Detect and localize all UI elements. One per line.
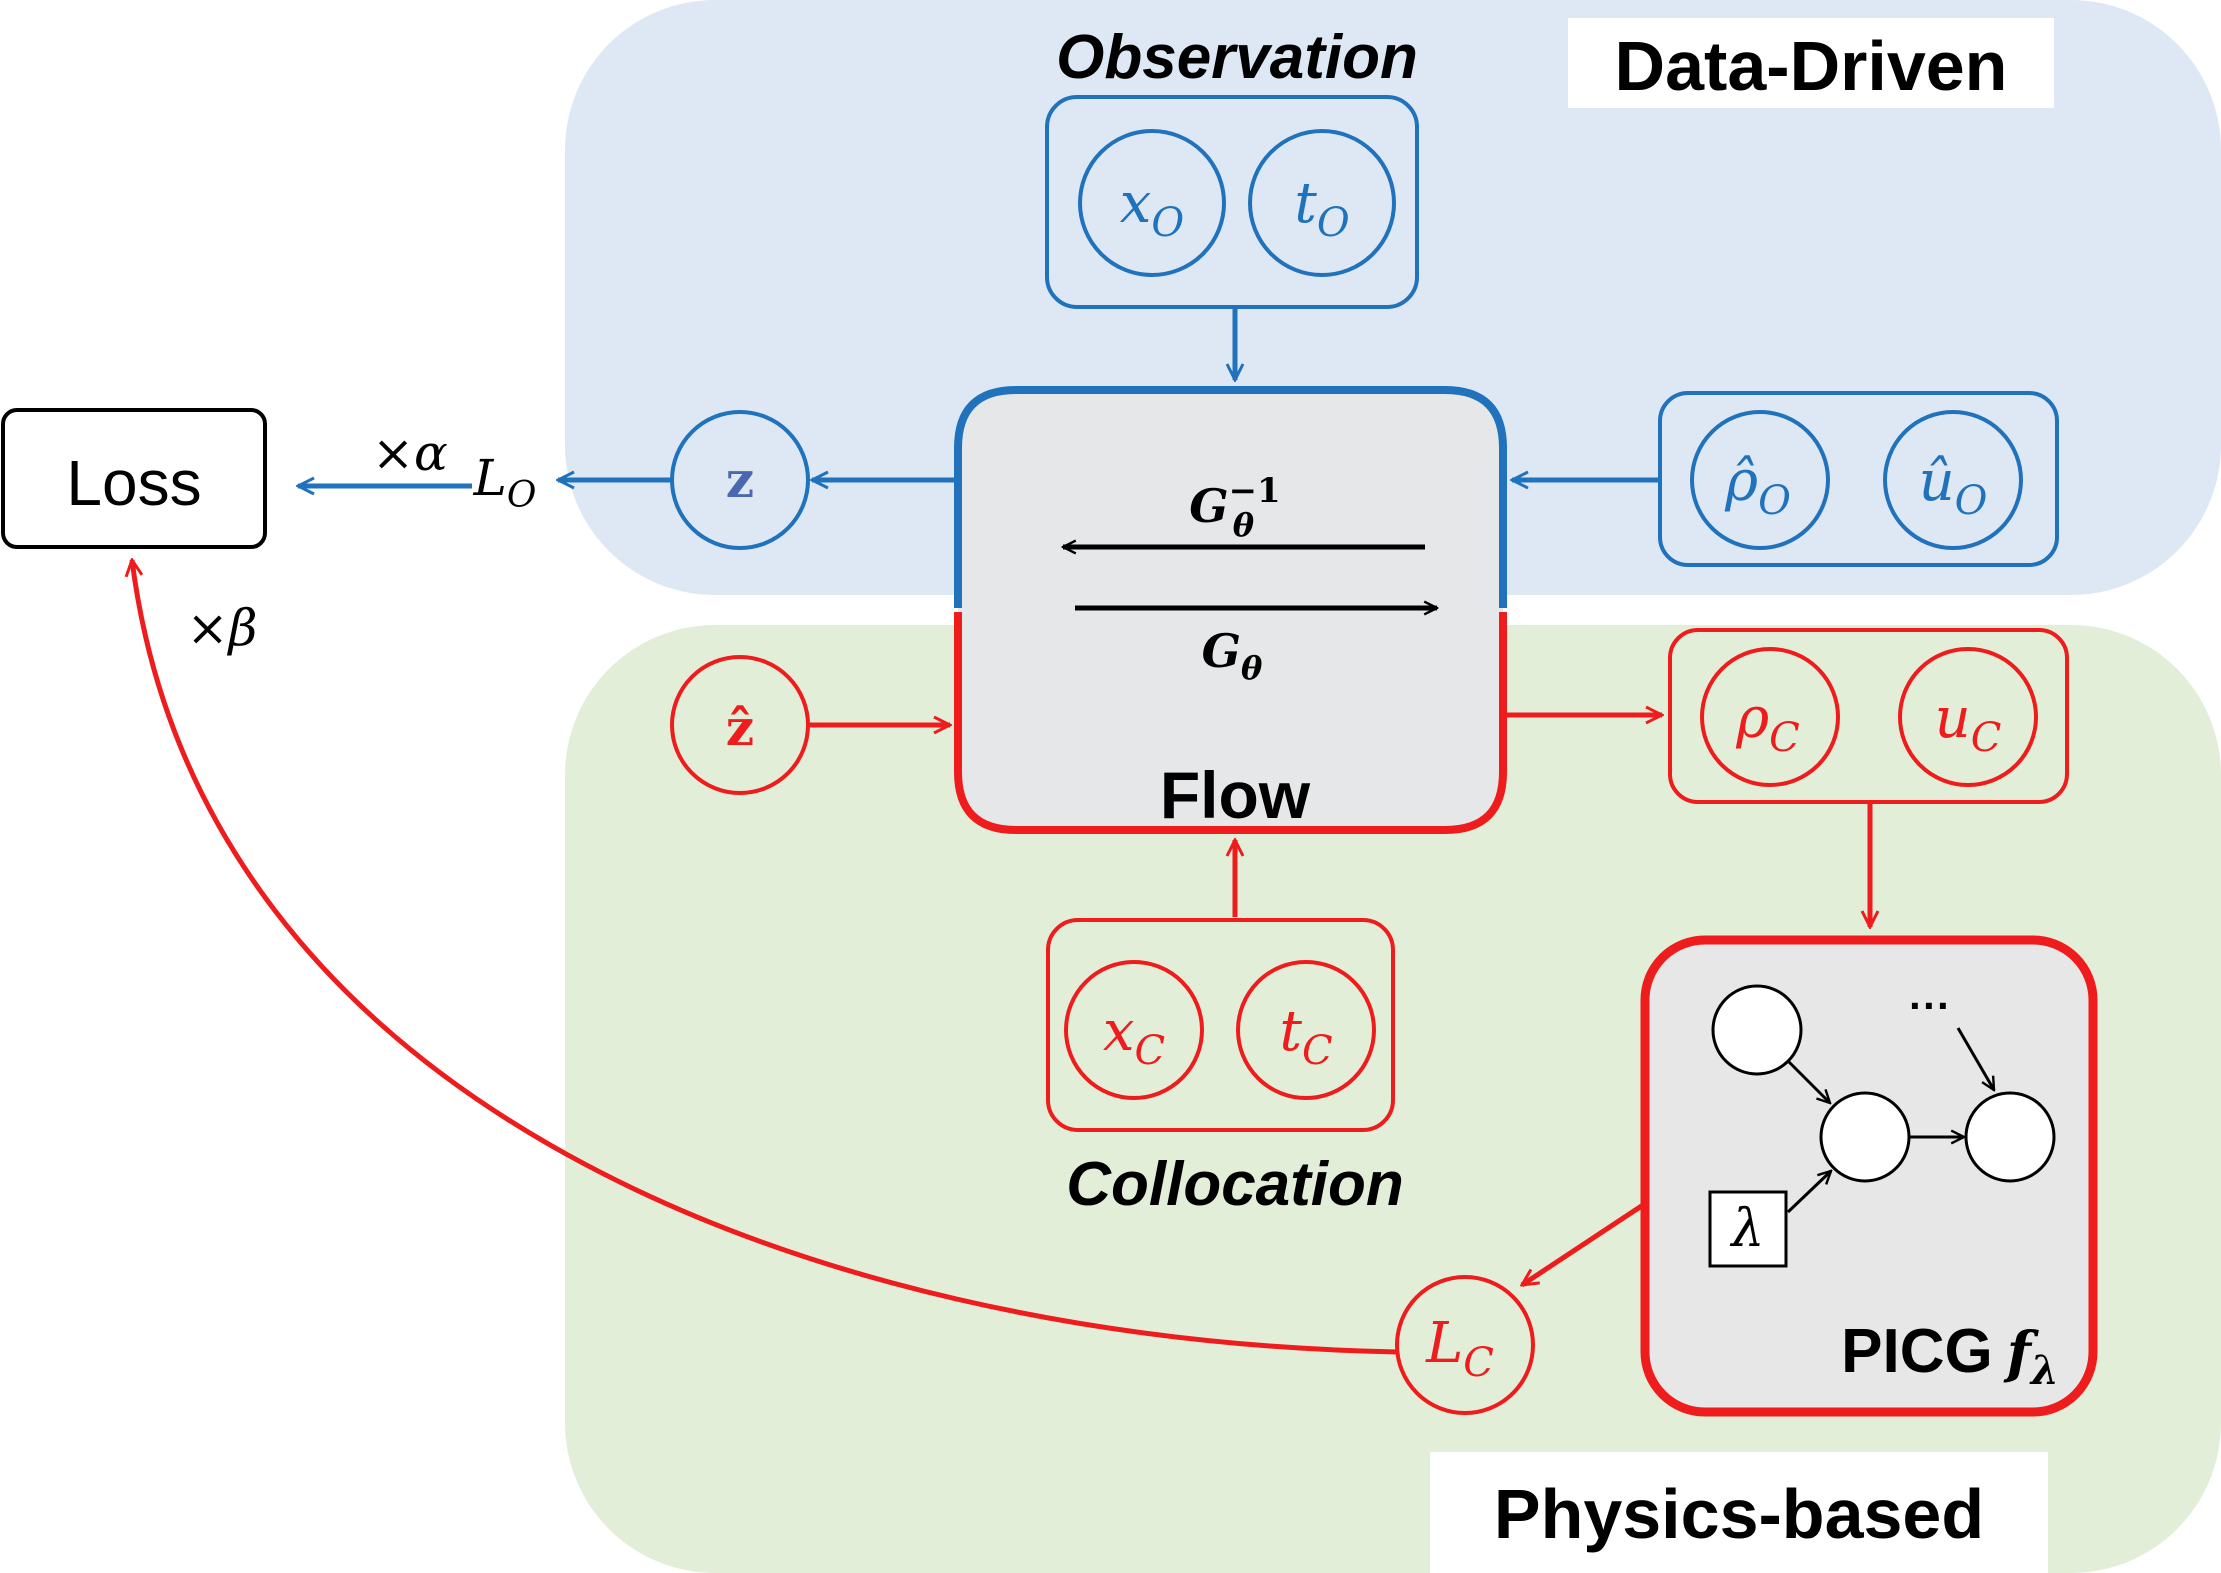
z-hat-label: ẑ: [726, 698, 754, 757]
t-collocation-node: [1236, 960, 1376, 1100]
x-observation-node: [1078, 129, 1226, 277]
svg-text:G−1θ: G−1θ: [1189, 471, 1280, 544]
picg-edge-ellipsis-to-right: [1956, 1027, 1994, 1090]
t-observation-var: t: [1294, 171, 1317, 236]
collocation-box: [1046, 918, 1395, 1132]
x-observation-var: x: [1120, 171, 1152, 236]
rho-collocation-sub: C: [1769, 715, 1800, 761]
svg-text:Gθ: Gθ: [1202, 624, 1263, 687]
lc-sub: C: [1463, 1340, 1494, 1386]
t-collocation-var: t: [1279, 999, 1302, 1064]
lambda-label: λ: [1730, 1199, 1765, 1259]
svg-text:ρC: ρC: [1735, 686, 1800, 761]
rho-observation-sub: O: [1758, 478, 1791, 524]
picg-to-lc-arrow: [1522, 1202, 1645, 1288]
flow-inverse-var: G: [1189, 479, 1228, 533]
loss-label: Loss: [66, 447, 201, 519]
svg-text:LO: LO: [473, 449, 537, 516]
svg-text:uC: uC: [1935, 686, 2002, 761]
picg-graph-node-top: [1711, 984, 1803, 1076]
svg-text:ρ̂O: ρ̂O: [1724, 449, 1791, 524]
svg-text:xC: xC: [1103, 999, 1165, 1074]
lo-var: L: [473, 449, 507, 507]
collocation-label: Collocation: [1066, 1150, 1404, 1219]
picg-graph-node-middle: [1819, 1091, 1911, 1183]
svg-text:ûO: ûO: [1919, 449, 1988, 524]
lo-sub: O: [507, 475, 537, 516]
svg-text:tC: tC: [1279, 999, 1332, 1074]
observation-box: [1045, 95, 1419, 309]
physics-based-label: Physics-based: [1494, 1475, 1984, 1553]
flow-label: Flow: [1160, 758, 1311, 832]
x-collocation-var: x: [1103, 999, 1135, 1064]
flow-inverse-sup: −1: [1229, 471, 1281, 511]
rho-collocation-var: ρ: [1735, 686, 1769, 751]
svg-text:LC: LC: [1425, 1311, 1494, 1386]
flow-forward-sub: θ: [1241, 649, 1263, 687]
x-collocation-node: [1064, 960, 1204, 1100]
t-observation-sub: O: [1317, 200, 1350, 246]
z-label: z: [726, 450, 754, 509]
flow-box-red-border: [954, 612, 1507, 834]
picg-edge-top-to-middle: [1787, 1060, 1830, 1103]
u-observation-var: û: [1919, 449, 1955, 514]
lambda-box: [1708, 1190, 1788, 1268]
rho-observation-node: [1690, 410, 1830, 550]
lc-var: L: [1425, 1311, 1463, 1376]
svg-text:xO: xO: [1120, 171, 1184, 246]
t-collocation-sub: C: [1302, 1028, 1333, 1074]
rho-observation-var: ρ̂: [1724, 449, 1758, 514]
u-collocation-var: u: [1935, 686, 1971, 751]
t-observation-node: [1248, 129, 1396, 277]
data-driven-label: Data-Driven: [1615, 27, 2008, 105]
u-collocation-sub: C: [1971, 715, 2002, 761]
x-observation-sub: O: [1151, 200, 1184, 246]
x-collocation-sub: C: [1134, 1028, 1165, 1074]
picg-graph-node-right: [1964, 1091, 2056, 1183]
lc-node: [1395, 1275, 1535, 1415]
u-observation-sub: O: [1955, 478, 1988, 524]
flow-inverse-sub: θ: [1233, 506, 1255, 544]
observation-label: Observation: [1056, 23, 1418, 92]
u-observation-node: [1883, 410, 2023, 550]
picg-f-sub: λ: [2029, 1347, 2059, 1394]
picg-ellipsis: ···: [1909, 982, 1951, 1029]
picg-label: PICG: [1841, 1317, 1993, 1386]
u-collocation-node: [1898, 647, 2038, 787]
loss-box: [1, 408, 267, 549]
beta-weight: ×β: [187, 599, 258, 657]
alpha-weight: ×α: [372, 424, 448, 482]
lc-to-loss-arrow: [132, 560, 1398, 1355]
rho-collocation-node: [1700, 647, 1840, 787]
picg-edge-lambda-to-middle: [1786, 1171, 1831, 1214]
flow-forward-var: G: [1202, 624, 1241, 678]
flow-box-blue-border: [954, 386, 1507, 608]
svg-text:tO: tO: [1294, 171, 1349, 246]
